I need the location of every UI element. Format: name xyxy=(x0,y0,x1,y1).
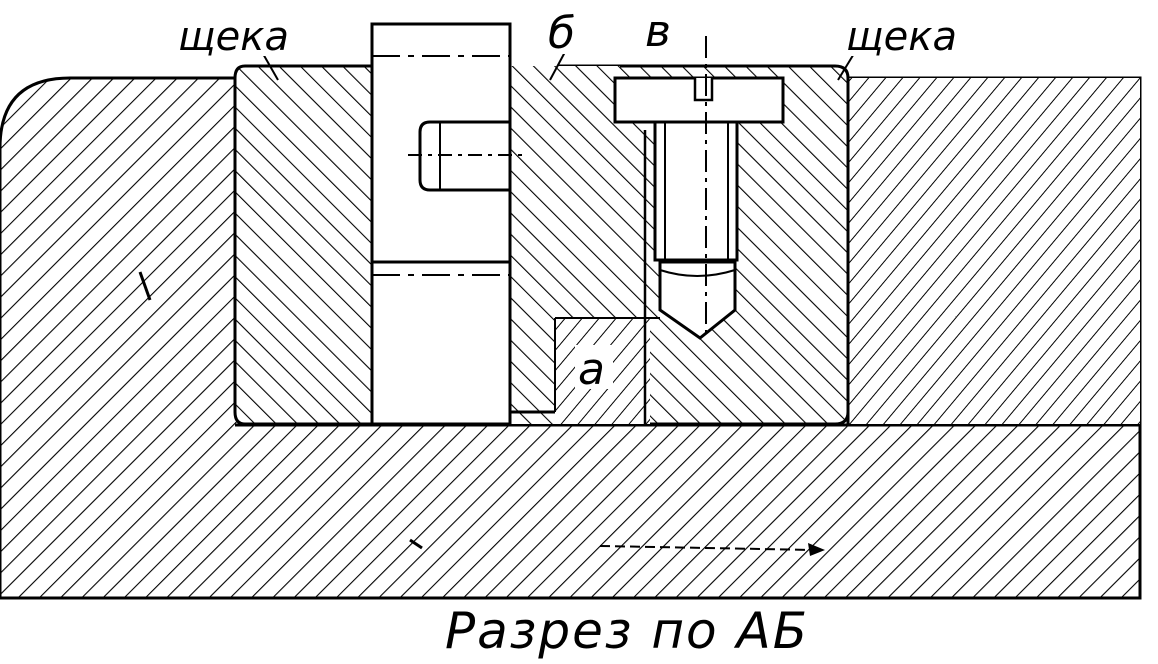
direction-arrow xyxy=(599,543,825,556)
label-cheek-right: щека xyxy=(846,14,957,60)
label-b: б xyxy=(548,8,575,59)
leader-b xyxy=(549,51,566,81)
mark-2 xyxy=(409,538,423,550)
label-cheek-left: щека xyxy=(178,14,289,60)
key-piece xyxy=(370,22,525,426)
leader-cheek-left xyxy=(261,51,279,81)
caption: Разрез по АБ xyxy=(445,602,809,660)
label-v: в xyxy=(645,6,671,57)
left-cheek xyxy=(233,64,374,426)
screw-v xyxy=(613,36,785,424)
right-outer-body xyxy=(846,78,1140,424)
mark-1 xyxy=(138,271,152,301)
label-a: а xyxy=(578,344,605,395)
leader-cheek-right xyxy=(837,51,856,81)
